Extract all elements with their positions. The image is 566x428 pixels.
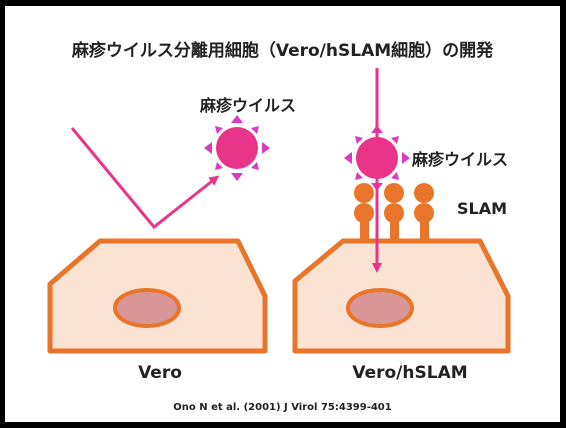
vero-hslam-label: Vero/hSLAM: [352, 363, 468, 383]
diagram-canvas: [47, 68, 511, 354]
slam-receptor-icon: [384, 183, 404, 243]
bounce-arrow: [70, 127, 220, 230]
vero-cell: [47, 238, 268, 354]
virus-label-left: 麻疹ウイルス: [200, 96, 297, 115]
vero-label: Vero: [138, 363, 182, 383]
virus-icon: [204, 115, 270, 181]
vero-hslam-cell-nucleus: [346, 288, 414, 328]
virus-label-right: 麻疹ウイルス: [412, 150, 509, 169]
slide: 麻疹ウイルス分離用細胞（Vero/hSLAM細胞）の開発 麻疹ウイルス 麻疹ウイ…: [5, 6, 560, 422]
slam-receptors: [354, 183, 434, 243]
vero-hslam-cell: [292, 238, 511, 354]
vero-cell-nucleus: [113, 288, 181, 328]
slam-receptor-icon: [414, 183, 434, 243]
slam-receptor-icon: [354, 183, 374, 243]
slam-label: SLAM: [457, 199, 508, 218]
reference-citation: Ono N et al. (2001) J Virol 75:4399-401: [173, 402, 392, 413]
slide-title: 麻疹ウイルス分離用細胞（Vero/hSLAM細胞）の開発: [71, 41, 494, 61]
